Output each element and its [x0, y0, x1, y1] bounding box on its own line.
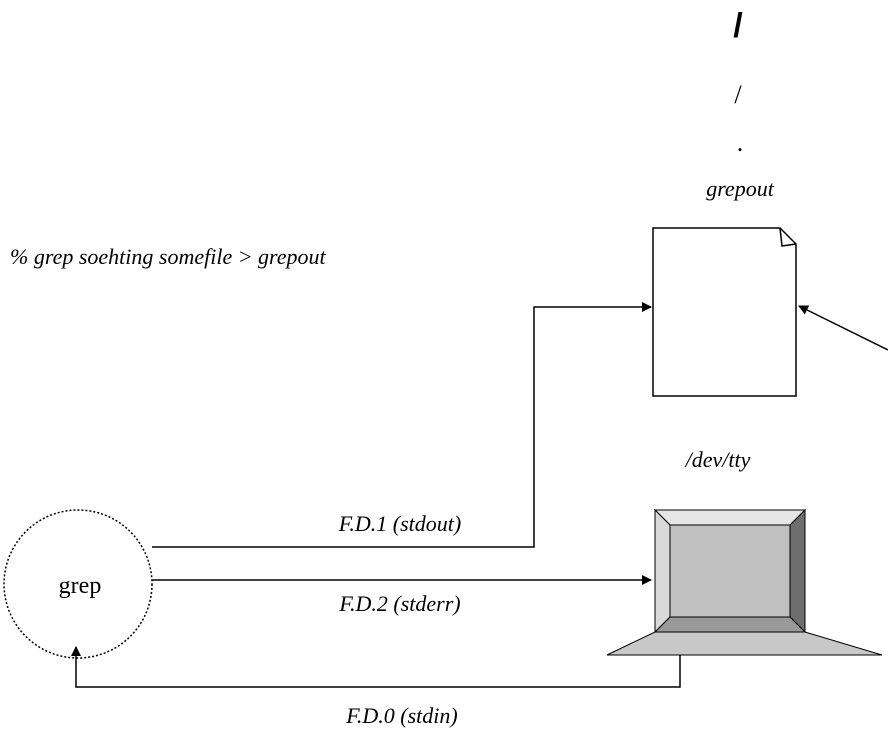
grepout-label: grepout — [706, 176, 775, 201]
stdin-arrow — [71, 646, 681, 688]
command-text: % grep soehting somefile > grepout — [10, 244, 327, 269]
stderr-label: F.D.2 (stderr) — [338, 591, 460, 616]
terminal-icon — [606, 508, 883, 656]
root-slash-label: / — [733, 7, 743, 45]
file-icon — [652, 227, 797, 397]
stdin-label: F.D.0 (stdin) — [345, 703, 457, 728]
dot-label: . — [737, 128, 744, 157]
stdout-label: F.D.1 (stdout) — [338, 511, 461, 536]
dev-tty-label: /dev/tty — [684, 447, 751, 472]
grep-process-label: grep — [59, 573, 102, 599]
slash-label: / — [734, 80, 742, 109]
external-arrow — [798, 305, 888, 351]
grep-process-circle — [3, 509, 153, 659]
stdout-arrow — [152, 302, 652, 548]
